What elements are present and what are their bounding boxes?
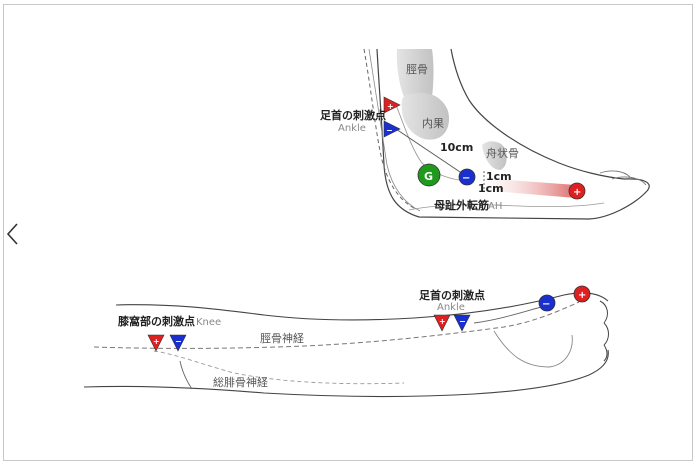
chevron-left-icon xyxy=(6,223,18,245)
leg-knee-crease xyxy=(179,360,193,390)
svg-text:−: − xyxy=(462,173,470,184)
stimulation-gradient xyxy=(468,177,576,198)
knee-anode-marker: + xyxy=(147,334,165,352)
svg-text:+: + xyxy=(153,337,160,346)
leg-foot-cathode-electrode: − xyxy=(538,294,556,312)
svg-text:+: + xyxy=(439,317,446,326)
knee-cathode-marker: − xyxy=(169,334,187,352)
svg-text:G: G xyxy=(424,170,433,183)
svg-text:+: + xyxy=(573,187,581,198)
foot-toes xyxy=(599,170,647,186)
svg-text:−: − xyxy=(386,126,393,135)
peroneal-nerve-line xyxy=(153,350,405,385)
svg-text:+: + xyxy=(578,290,586,301)
foot-ankle-site-label: 足首の刺激点 xyxy=(320,108,386,122)
leg-lower-outline xyxy=(83,349,609,398)
ankle-cathode-marker: − xyxy=(383,120,401,138)
muscle-label: 母趾外転筋 xyxy=(434,198,489,212)
knee-site-label: 膝窩部の刺激点 xyxy=(118,314,195,328)
leg-recording-line xyxy=(473,304,550,324)
leg-ankle-site-sub: Ankle xyxy=(437,302,465,313)
leg-diagram: + − + − − + xyxy=(83,285,609,398)
foot-outline xyxy=(376,48,650,220)
foot-sole xyxy=(408,202,605,211)
foot-diagram: + − G − + 足首の刺激点 Ankle xyxy=(320,48,650,220)
foot-ankle-site-sub: Ankle xyxy=(338,123,366,134)
figure-frame: + − G − + 足首の刺激点 Ankle xyxy=(3,4,693,461)
leg-ankle-anode-marker: + xyxy=(433,314,451,332)
stimulation-diagram: + − G − + 足首の刺激点 Ankle xyxy=(83,48,650,398)
ankle-anode-marker: + xyxy=(383,96,401,114)
leg-ankle-site-label: 足首の刺激点 xyxy=(419,288,485,302)
muscle-abbr-label: AH xyxy=(488,201,502,212)
tibial-nerve-line xyxy=(93,301,580,349)
leg-foot-toes xyxy=(599,300,609,362)
tibia-bone xyxy=(396,49,434,97)
foot-nerve-solid xyxy=(368,48,421,212)
svg-text:−: − xyxy=(459,317,466,326)
leg-heel-curve xyxy=(493,330,573,368)
distance-line-10cm xyxy=(395,128,467,177)
distance-10cm-label: 10cm xyxy=(440,141,473,154)
leg-foot-anode-electrode: + xyxy=(573,285,591,303)
tibial-nerve-label: 脛骨神経 xyxy=(260,331,304,345)
malleolus-label: 内果 xyxy=(422,116,444,130)
svg-text:+: + xyxy=(387,102,394,111)
foot-anode-electrode: + xyxy=(568,182,586,200)
svg-text:−: − xyxy=(175,337,182,346)
leg-ankle-cathode-marker: − xyxy=(453,314,471,332)
malleolus-bone xyxy=(401,93,449,140)
foot-nerve-branch xyxy=(395,104,467,182)
distance-1cm-label-b: 1cm xyxy=(478,182,504,195)
foot-nerve-dashed xyxy=(363,48,417,210)
ground-electrode: G xyxy=(417,163,441,187)
distance-1cm-label-a: 1cm xyxy=(486,170,512,183)
navicular-label: 舟状骨 xyxy=(486,146,519,160)
peroneal-nerve-label: 総腓骨神経 xyxy=(213,375,268,389)
svg-text:−: − xyxy=(542,299,550,310)
foot-cathode-electrode: − xyxy=(458,168,476,186)
knee-site-sub: Knee xyxy=(196,317,221,328)
leg-upper-outline xyxy=(115,292,609,321)
previous-button[interactable] xyxy=(2,218,24,250)
navicular-bone xyxy=(482,141,507,170)
tibia-label: 脛骨 xyxy=(406,63,428,76)
